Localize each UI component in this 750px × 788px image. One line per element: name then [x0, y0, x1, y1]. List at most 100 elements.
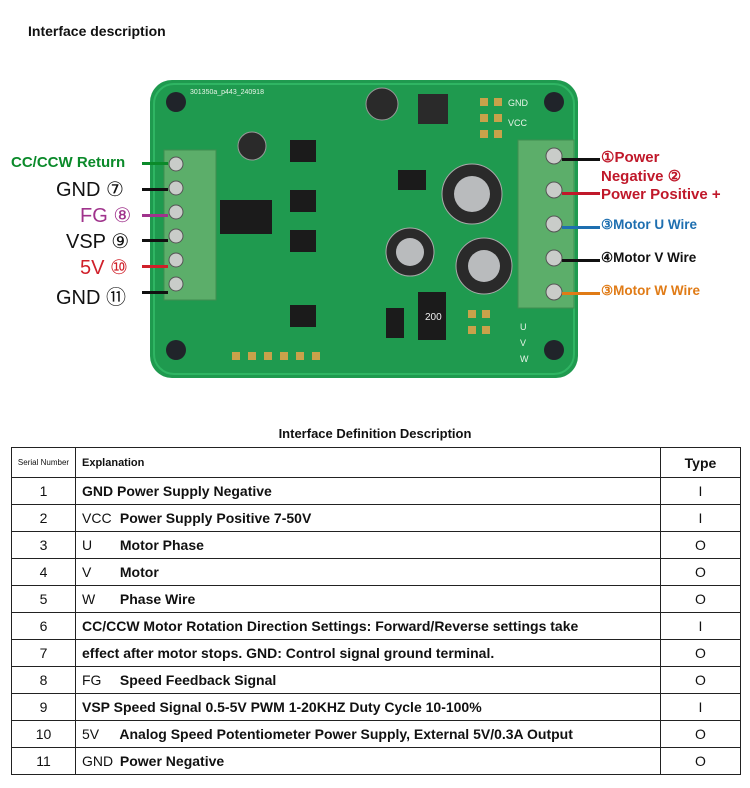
- row-number: 10: [11, 720, 76, 748]
- row-description: Analog Speed Potentiometer Power Supply,…: [119, 726, 573, 742]
- board-silkscreen-code: 301350a_p443_240918: [190, 89, 264, 96]
- row-description: Power Supply Positive 7-50V: [119, 510, 312, 526]
- table-row: 7 effect after motor stops. GND: Control…: [11, 639, 741, 667]
- wire-cc-ccw: [142, 162, 168, 165]
- row-pin: V: [82, 564, 92, 580]
- row-description: Power Negative: [119, 753, 225, 769]
- label-5v-10: 5V ⑩: [80, 257, 128, 279]
- wire-gnd-11: [142, 291, 168, 294]
- row-type: O: [660, 558, 741, 586]
- row-number: 3: [11, 531, 76, 559]
- row-type: O: [660, 666, 741, 694]
- row-number: 7: [11, 639, 76, 667]
- row-number: 2: [11, 504, 76, 532]
- row-type: I: [660, 693, 741, 721]
- row-number: 6: [11, 612, 76, 640]
- row-pin: W: [82, 591, 96, 607]
- row-pin: U: [82, 537, 93, 553]
- label-power-negative-line2: Negative ②: [601, 168, 682, 185]
- label-cc-ccw-return: CC/CCW Return: [11, 154, 126, 171]
- row-number: 4: [11, 558, 76, 586]
- page-heading: Interface description: [28, 23, 166, 39]
- row-description: CC/CCW Motor Rotation Direction Settings…: [82, 617, 579, 634]
- label-motor-v-wire: ④Motor V Wire: [601, 250, 697, 265]
- row-type: O: [660, 720, 741, 748]
- table-row: 4 V Motor O: [11, 558, 741, 586]
- row-type: I: [660, 612, 741, 640]
- row-pin: 5V: [82, 726, 100, 742]
- header-serial-number: Serial Number: [11, 447, 76, 478]
- table-row: 11 GND Power Negative O: [11, 747, 741, 775]
- label-motor-w-wire: ③Motor W Wire: [601, 283, 700, 298]
- wire-motor-w: [562, 292, 600, 295]
- row-explanation: GND Power Negative: [75, 747, 661, 775]
- wire-5v-10: [142, 265, 168, 268]
- table-row: 1 GND Power Supply Negative I: [11, 477, 741, 505]
- row-type: I: [660, 477, 741, 505]
- row-explanation: VCC Power Supply Positive 7-50V: [75, 504, 661, 532]
- table-row: 8 FG Speed Feedback Signal O: [11, 666, 741, 694]
- row-explanation: GND Power Supply Negative: [75, 477, 661, 505]
- wire-power-negative: [562, 158, 600, 161]
- row-explanation: W Phase Wire: [75, 585, 661, 613]
- row-description: VSP Speed Signal 0.5-5V PWM 1-20KHZ Duty…: [82, 699, 482, 715]
- row-pin: FG: [82, 672, 102, 688]
- table-header-row: Serial Number Explanation Type: [11, 447, 741, 478]
- board-silk-vcc: VCC: [508, 118, 528, 128]
- row-explanation: VSP Speed Signal 0.5-5V PWM 1-20KHZ Duty…: [75, 693, 661, 721]
- label-motor-u-wire: ③Motor U Wire: [601, 217, 697, 232]
- table-row: 6 CC/CCW Motor Rotation Direction Settin…: [11, 612, 741, 640]
- interface-definition-table: Serial Number Explanation Type 1 GND Pow…: [11, 447, 741, 775]
- row-type: O: [660, 747, 741, 775]
- header-explanation: Explanation: [75, 447, 661, 478]
- row-number: 9: [11, 693, 76, 721]
- table-row: 3 U Motor Phase O: [11, 531, 741, 559]
- row-type: O: [660, 531, 741, 559]
- wire-motor-u: [562, 226, 600, 229]
- board-resistor-code: 200: [425, 312, 442, 323]
- row-description: GND Power Supply Negative: [82, 483, 272, 499]
- row-number: 8: [11, 666, 76, 694]
- row-description: effect after motor stops. GND: Control s…: [82, 644, 495, 661]
- label-power-negative-line1: ①Power: [601, 149, 660, 166]
- row-description: Phase Wire: [119, 591, 196, 607]
- table-row: 9 VSP Speed Signal 0.5-5V PWM 1-20KHZ Du…: [11, 693, 741, 721]
- label-fg-8: FG ⑧: [80, 205, 132, 227]
- row-pin: GND: [82, 753, 114, 769]
- row-explanation: V Motor: [75, 558, 661, 586]
- row-pin: VCC: [82, 510, 112, 526]
- label-gnd-7: GND ⑦: [56, 179, 124, 201]
- row-explanation: U Motor Phase: [75, 531, 661, 559]
- label-power-positive: Power Positive +: [601, 186, 721, 203]
- row-type: O: [660, 585, 741, 613]
- row-type: I: [660, 504, 741, 532]
- table-row: 10 5V Analog Speed Potentiometer Power S…: [11, 720, 741, 748]
- board-silk-gnd: GND: [508, 98, 529, 108]
- board-silk-w: W: [520, 354, 529, 364]
- label-vsp-9: VSP ⑨: [66, 231, 130, 253]
- row-number: 5: [11, 585, 76, 613]
- row-description: Motor Phase: [119, 537, 204, 553]
- board-silk-u: U: [520, 322, 527, 332]
- table-row: 5 W Phase Wire O: [11, 585, 741, 613]
- wire-vsp-9: [142, 239, 168, 242]
- row-description: Motor: [119, 564, 159, 580]
- motor-driver-board-image: 301350a_p443_240918 GND VCC U V W 200: [150, 80, 578, 378]
- board-silk-v: V: [520, 338, 526, 348]
- wire-power-positive: [562, 192, 600, 195]
- row-explanation: CC/CCW Motor Rotation Direction Settings…: [75, 612, 661, 640]
- wire-gnd-7: [142, 188, 168, 191]
- row-number: 1: [11, 477, 76, 505]
- wire-fg-8: [142, 214, 168, 217]
- row-explanation: 5V Analog Speed Potentiometer Power Supp…: [75, 720, 661, 748]
- row-explanation: FG Speed Feedback Signal: [75, 666, 661, 694]
- row-description: Speed Feedback Signal: [119, 672, 277, 688]
- row-type: O: [660, 639, 741, 667]
- label-gnd-11: GND ⑪: [56, 287, 126, 309]
- wire-motor-v: [562, 259, 600, 262]
- header-type: Type: [660, 447, 741, 478]
- row-number: 11: [11, 747, 76, 775]
- table-title: Interface Definition Description: [278, 426, 472, 441]
- row-explanation: effect after motor stops. GND: Control s…: [75, 639, 661, 667]
- table-row: 2 VCC Power Supply Positive 7-50V I: [11, 504, 741, 532]
